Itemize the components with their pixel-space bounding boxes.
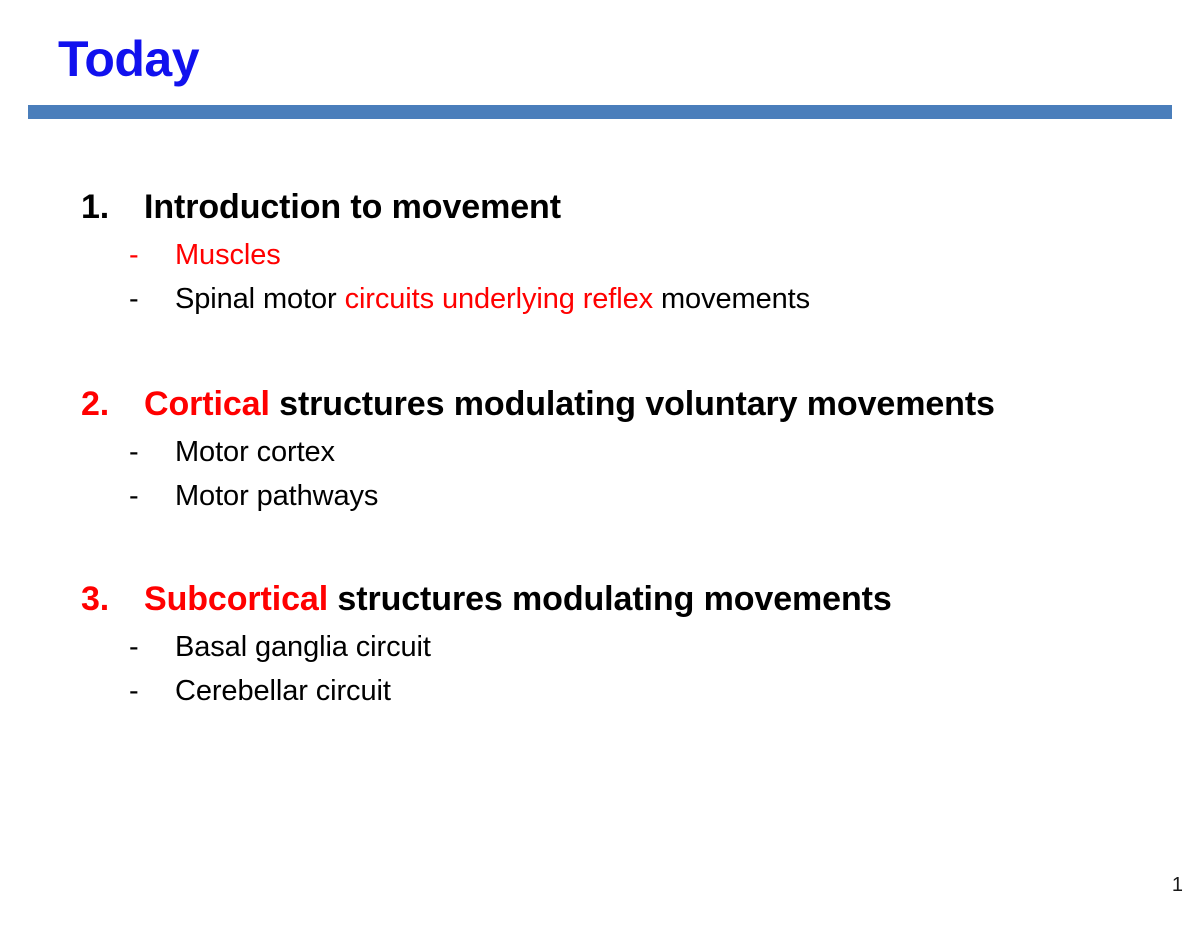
outline-item-3-heading-text: Subcortical structures modulating moveme… xyxy=(144,578,1200,620)
outline-item-3-number: 3. xyxy=(0,578,144,620)
outline-item-1-number-label: 1. xyxy=(81,188,110,226)
outline-item-1-run-0: Introduction to movement xyxy=(144,188,561,226)
outline-item-1-subitem-1-text: Spinal motor circuits underlying reflex … xyxy=(175,278,1200,322)
outline-item-2-run-0: Cortical xyxy=(144,385,270,424)
dash-bullet-icon: - xyxy=(129,674,139,707)
outline-item-3-subitem-1: - Cerebellar circuit xyxy=(0,670,1200,714)
outline-item-3-subitem-1-text: Cerebellar circuit xyxy=(175,670,1200,714)
outline-item-1-subitem-1: - Spinal motor circuits underlying refle… xyxy=(0,278,1200,322)
outline-item-2-heading-text: Cortical structures modulating voluntary… xyxy=(144,383,1200,425)
outline-item-1-subitem-1-run-1: circuits underlying reflex xyxy=(344,282,654,315)
page-title: Today xyxy=(58,31,200,87)
outline-item-2: 2. Cortical structures modulating volunt… xyxy=(0,383,1200,518)
outline-spacer-1 xyxy=(0,321,1200,383)
dash-bullet-icon: - xyxy=(129,282,139,315)
outline-item-2-subitem-0-run-0: Motor cortex xyxy=(175,436,335,469)
dash-bullet-icon: - xyxy=(129,239,139,272)
page-number: 1 xyxy=(1171,874,1183,896)
outline-item-1-heading: 1. Introduction to movement xyxy=(0,186,1200,228)
outline-item-2-subitem-0-text: Motor cortex xyxy=(175,431,1200,475)
dash-bullet-icon: - xyxy=(129,479,139,512)
outline-item-3-sublist: - Basal ganglia circuit - Cerebellar cir… xyxy=(0,626,1200,713)
outline-item-1-heading-text: Introduction to movement xyxy=(144,186,1200,228)
outline-item-3: 3. Subcortical structures modulating mov… xyxy=(0,578,1200,713)
outline-item-2-number: 2. xyxy=(0,383,144,425)
outline-item-2-heading: 2. Cortical structures modulating volunt… xyxy=(0,383,1200,425)
outline-item-1-subitem-0: - Muscles xyxy=(0,234,1200,278)
outline-item-3-run-0: Subcortical xyxy=(144,580,329,619)
outline-item-2-number-label: 2. xyxy=(81,385,110,424)
outline-item-1: 1. Introduction to movement - Muscles - … xyxy=(0,186,1200,321)
outline-item-3-subitem-1-run-0: Cerebellar circuit xyxy=(175,674,391,707)
outline-item-3-run-1: structures modulating movements xyxy=(328,580,892,619)
outline-item-3-heading: 3. Subcortical structures modulating mov… xyxy=(0,578,1200,620)
outline-item-1-subitem-1-run-2: movements xyxy=(653,282,810,315)
outline-spacer-2 xyxy=(0,518,1200,578)
outline-item-2-subitem-1-run-0: Motor pathways xyxy=(175,479,379,512)
outline-item-2-run-1: structures modulating voluntary movement… xyxy=(269,385,995,424)
outline-list: 1. Introduction to movement - Muscles - … xyxy=(0,186,1200,713)
outline-item-1-subitem-1-run-0: Spinal motor xyxy=(175,282,345,315)
outline-item-2-subitem-1-text: Motor pathways xyxy=(175,475,1200,519)
outline-item-2-sublist: - Motor cortex - Motor pathways xyxy=(0,431,1200,518)
outline-item-1-sublist: - Muscles - Spinal motor circuits underl… xyxy=(0,234,1200,321)
outline-item-1-number: 1. xyxy=(0,186,144,228)
outline-item-3-subitem-0-text: Basal ganglia circuit xyxy=(175,626,1200,670)
outline-item-3-number-label: 3. xyxy=(81,580,110,619)
dash-bullet-icon: - xyxy=(129,436,139,469)
outline-item-1-subitem-0-run-0: Muscles xyxy=(175,239,281,272)
dash-bullet-icon: - xyxy=(129,631,139,664)
outline-item-2-subitem-1: - Motor pathways xyxy=(0,475,1200,519)
title-underline-rule xyxy=(28,105,1172,119)
outline-item-3-subitem-0-run-0: Basal ganglia circuit xyxy=(175,631,431,664)
outline-item-2-subitem-0: - Motor cortex xyxy=(0,431,1200,475)
outline-item-3-subitem-0: - Basal ganglia circuit xyxy=(0,626,1200,670)
outline-item-1-subitem-0-text: Muscles xyxy=(175,234,1200,278)
